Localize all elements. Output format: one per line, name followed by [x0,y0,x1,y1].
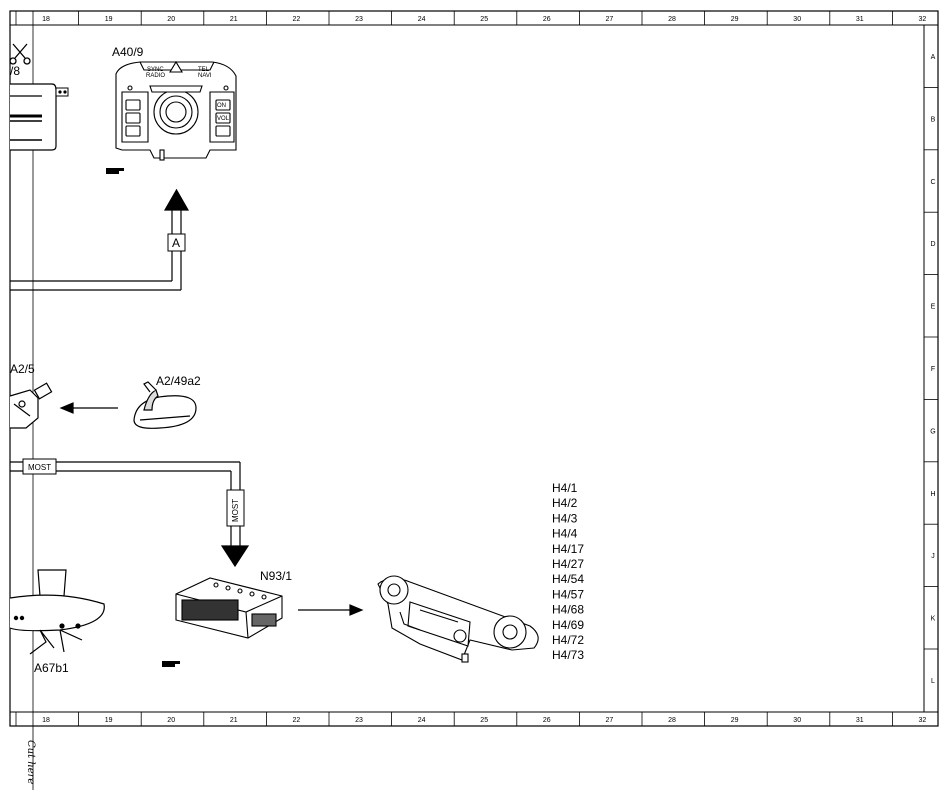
column-label: 23 [355,717,363,724]
column-label: 30 [793,16,801,23]
h4-speaker-assembly [377,575,539,663]
column-label: 31 [856,16,864,23]
a40-9-label: A40/9 [112,45,144,59]
svg-text:NAVI: NAVI [198,73,212,79]
row-label: L [931,678,935,685]
clipped-component-top-left [10,83,69,151]
row-label: G [930,428,935,435]
h4-item: H4/69 [552,618,584,632]
connector-a-label: A [172,236,180,250]
row-label: C [930,179,935,186]
h4-designation-list: H4/1H4/2H4/3H4/4H4/17H4/27H4/54H4/57H4/6… [552,481,584,662]
h4-item: H4/68 [552,603,584,617]
row-label: J [931,553,935,560]
column-label: 32 [919,717,927,724]
h4-item: H4/57 [552,587,584,601]
column-label: 18 [42,16,50,23]
column-label: 26 [543,717,551,724]
most-vertical-box [226,489,245,527]
row-label: E [931,304,936,311]
column-label: 21 [230,16,238,23]
hand-pointer-icon [106,168,124,174]
column-label: 20 [167,717,175,724]
a2-5-label: A2/5 [10,362,35,376]
most-bus-line [10,461,250,568]
column-label: 26 [543,16,551,23]
column-label: 28 [668,16,676,23]
svg-text:VOL: VOL [217,116,230,122]
column-label: 21 [230,717,238,724]
h4-item: H4/4 [552,527,578,541]
row-label: D [930,241,935,248]
row-label: A [931,54,936,61]
h4-item: H4/2 [552,496,578,510]
h4-item: H4/1 [552,481,578,495]
column-ruler-top: 18 19 20 21 22 23 24 25 26 27 28 29 30 31 32 [15,11,927,25]
column-ruler-bottom: 18 19 20 21 22 23 24 25 26 27 28 29 30 31 32 [15,712,927,726]
n93-1-label: N93/1 [260,569,292,583]
h4-item: H4/54 [552,572,584,586]
cut-here-label: Cut here [25,740,36,784]
column-label: 20 [167,16,175,23]
column-label: 28 [668,717,676,724]
row-ruler-right: A B C D E F G H J K L [924,24,938,685]
column-label: 25 [480,717,488,724]
a40-9-button-text: SYNC RADIO TEL NAVI ON VOL [146,67,230,122]
arrow-n93-1-to-h4 [298,604,364,616]
column-label: 18 [42,717,50,724]
column-label: 23 [355,16,363,23]
column-label: 30 [793,717,801,724]
arrow-to-a40-9 [10,188,190,291]
n93-1-module [175,577,283,639]
clipped-ref-label: /8 [10,64,20,78]
a67b1-component [9,569,105,655]
column-label: 22 [293,717,301,724]
h4-item: H4/73 [552,648,584,662]
svg-text:RADIO: RADIO [146,73,165,79]
column-label: 32 [919,16,927,23]
a2-49a2-label: A2/49a2 [156,374,201,388]
column-label: 24 [418,16,426,23]
svg-text:SYNC: SYNC [147,67,164,73]
scissors-icon [9,43,31,65]
column-label: 27 [606,717,614,724]
row-label: H [930,491,935,498]
column-label: 19 [105,717,113,724]
connector-a-box [167,233,186,252]
row-label: K [931,616,936,623]
row-label: B [931,116,936,123]
h4-item: H4/27 [552,557,584,571]
svg-text:TEL: TEL [198,67,210,73]
most-horizontal-box [22,458,57,475]
a67b1-label: A67b1 [34,661,69,675]
svg-text:ON: ON [217,103,226,109]
column-label: 25 [480,16,488,23]
h4-item: H4/72 [552,633,584,647]
a40-9-controller [115,60,237,161]
arrow-a2-49a2-to-a2-5 [59,402,118,414]
most-vertical-label: MOST [231,499,240,522]
column-label: 29 [731,717,739,724]
column-label: 27 [606,16,614,23]
column-label: 19 [105,16,113,23]
column-label: 22 [293,16,301,23]
a2-5-component [9,382,53,429]
column-label: 31 [856,717,864,724]
h4-item: H4/3 [552,511,578,525]
a2-49a2-antenna [133,381,197,429]
hand-pointer-icon [162,661,180,667]
column-label: 29 [731,16,739,23]
row-label: F [931,366,935,373]
most-horizontal-label: MOST [28,463,51,472]
column-label: 24 [418,717,426,724]
h4-item: H4/17 [552,542,584,556]
